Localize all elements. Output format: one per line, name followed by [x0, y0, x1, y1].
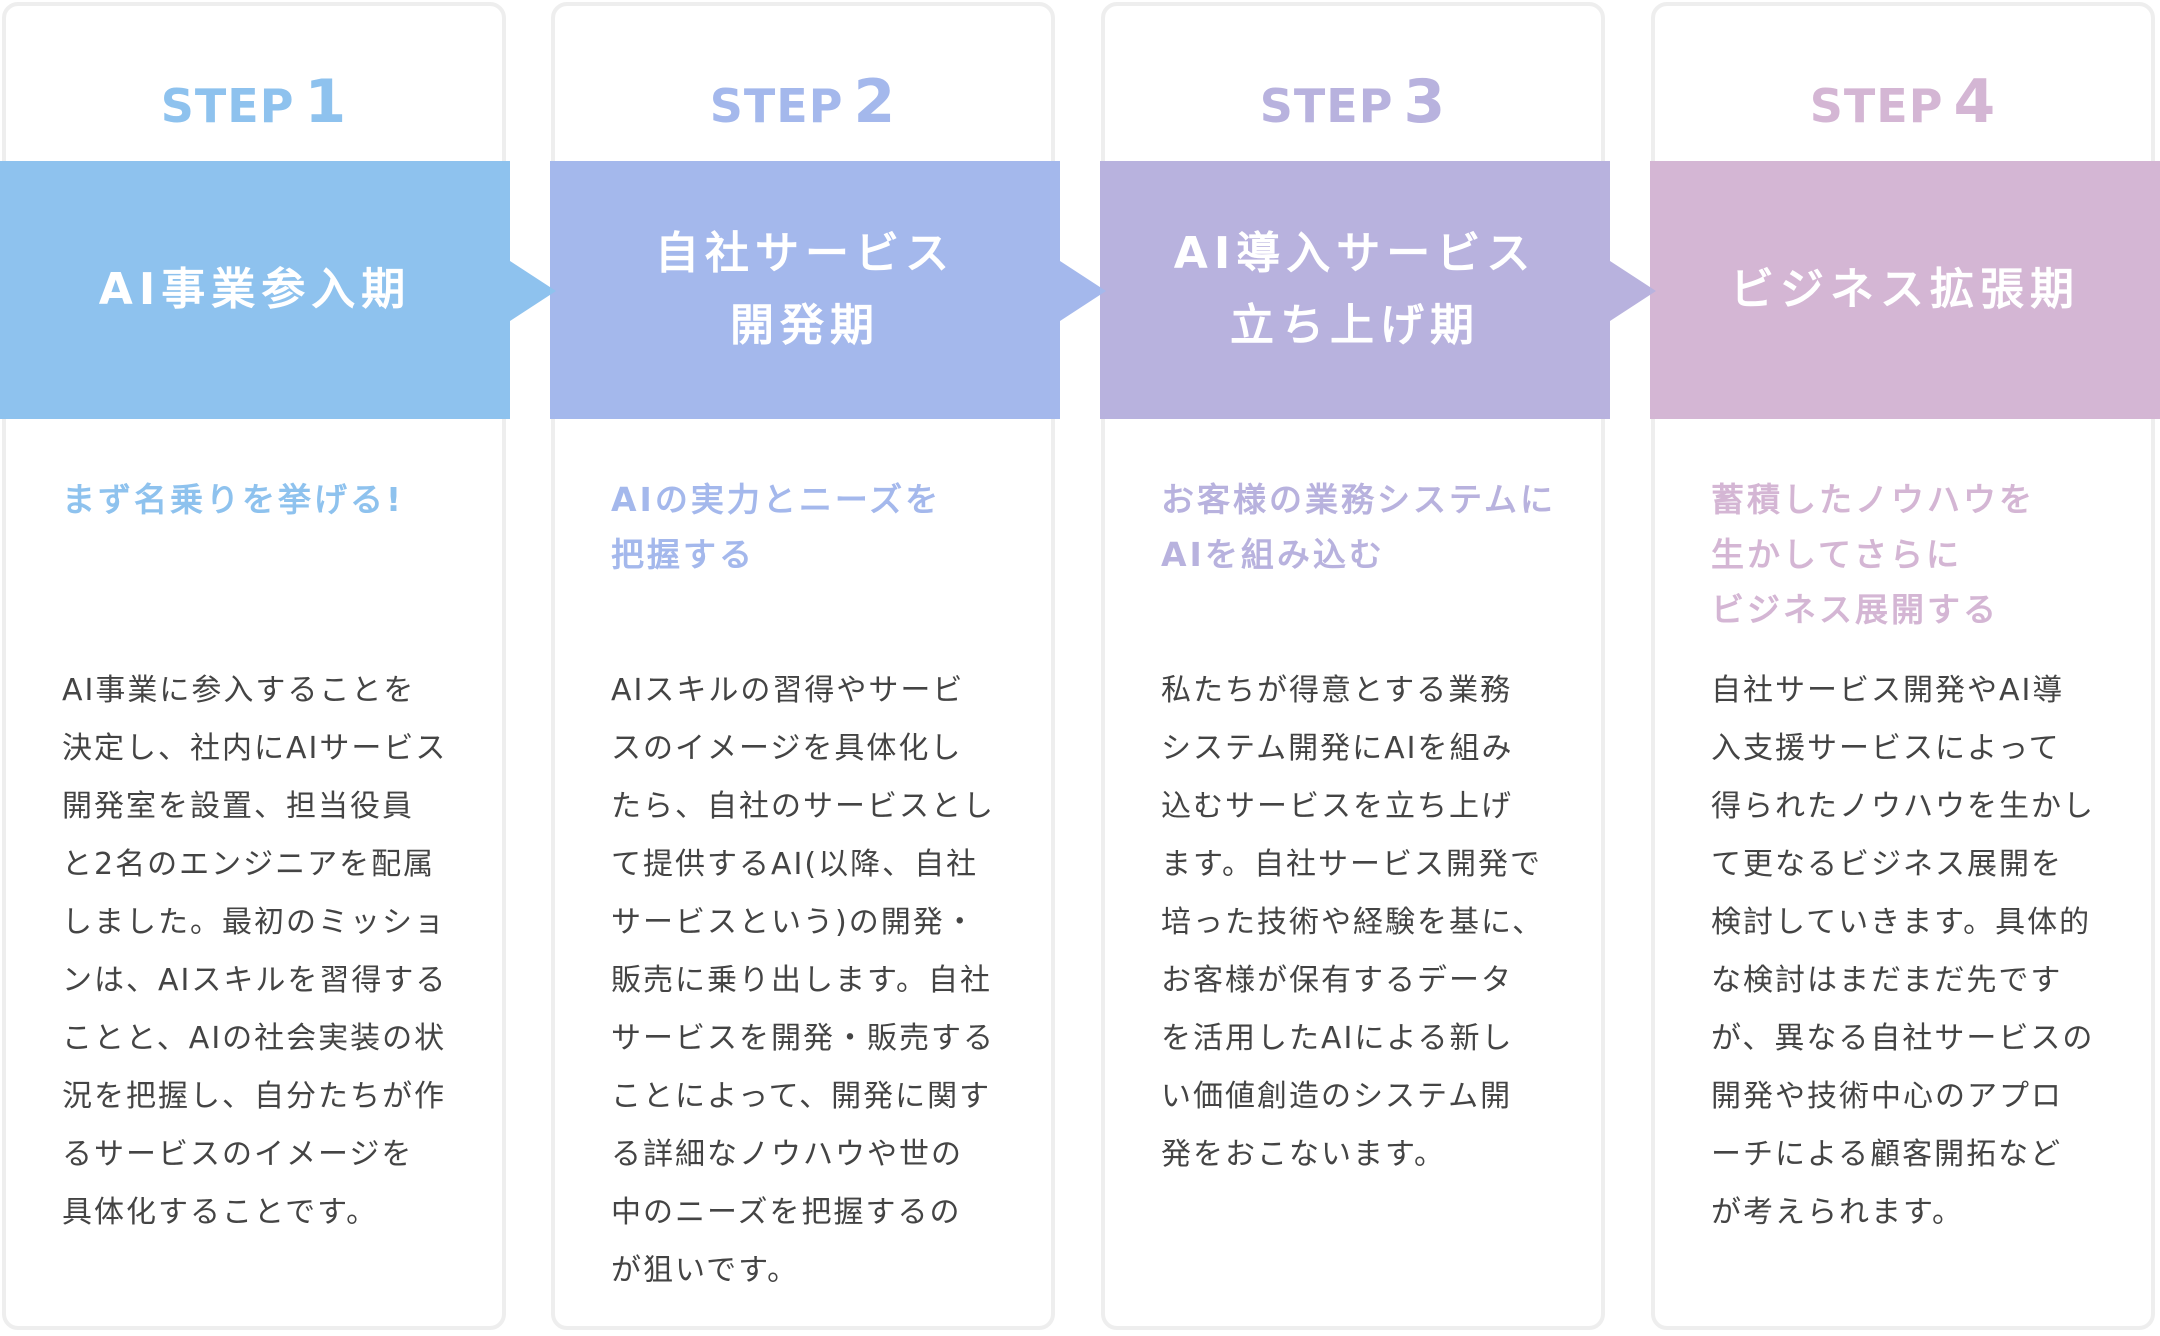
step-description: 私たちが得意とする業務 システム開発にAIを組み 込むサービスを立ち上げ ます。…	[1161, 673, 1545, 1172]
step-banner-4: ビジネス拡張期	[1650, 161, 2160, 419]
step-description: AIスキルの習得やサービ スのイメージを具体化し たら、自社のサービスとし て提…	[611, 673, 995, 1288]
step-banner-3: AI導入サービス 立ち上げ期	[1100, 161, 1610, 419]
step-title: ビジネス拡張期	[1730, 264, 2080, 315]
step-tagline: AIの実力とニーズを 把握する	[611, 480, 942, 574]
step-title: 自社サービス 開発期	[655, 228, 955, 351]
step-tagline: お客様の業務システムに AIを組み込む	[1161, 480, 1557, 574]
step-arrow-1	[510, 261, 556, 321]
step-description: AI事業に参入することを 決定し、社内にAIサービス 開発室を設置、担当役員 と…	[62, 673, 448, 1230]
step-description: 自社サービス開発やAI導 入支援サービスによって 得られたノウハウを生かし て更…	[1711, 673, 2095, 1230]
step-title: AI導入サービス 立ち上げ期	[1173, 228, 1537, 351]
step-banner-2: 自社サービス 開発期	[550, 161, 1060, 419]
step-arrow-3	[1610, 261, 1656, 321]
step-title: AI事業参入期	[98, 264, 412, 315]
step-arrow-2	[1060, 261, 1106, 321]
step-banner-1: AI事業参入期	[0, 161, 510, 419]
step-tagline: まず名乗りを挙げる!	[62, 480, 405, 519]
step-tagline: 蓄積したノウハウを 生かしてさらに ビジネス展開する	[1711, 480, 2035, 629]
